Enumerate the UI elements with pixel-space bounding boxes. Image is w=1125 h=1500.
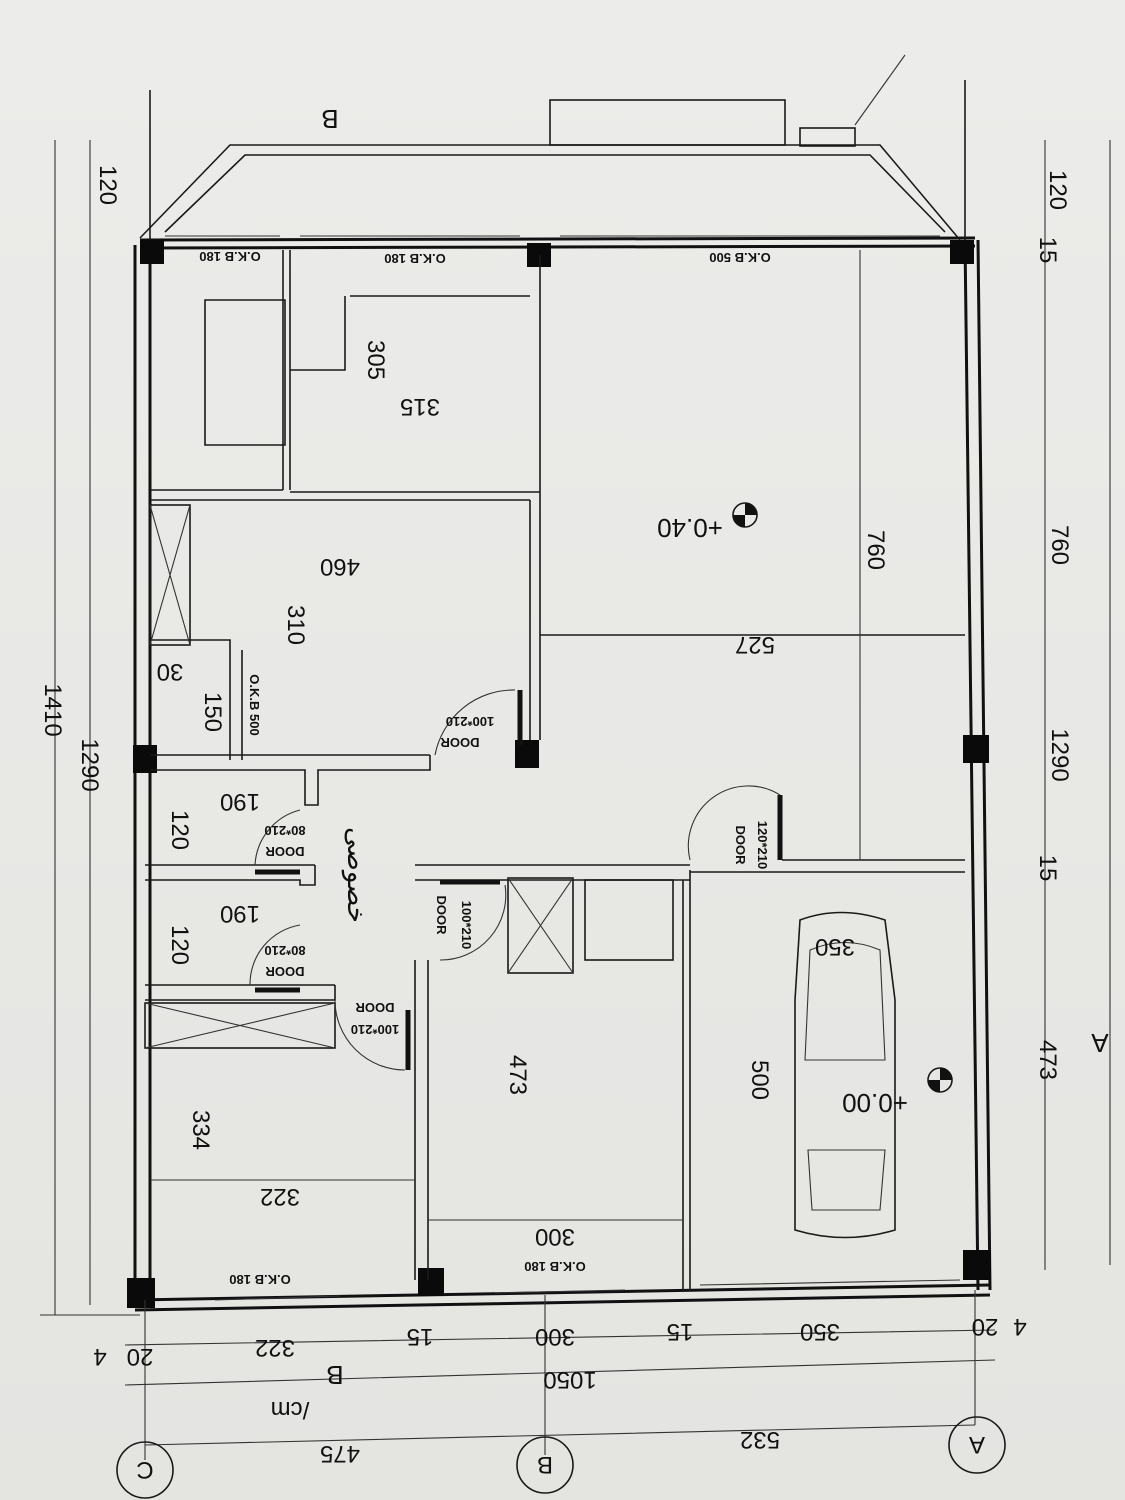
door-label: DOOR [265,844,305,859]
door-label: DOOR [440,735,480,750]
section-mark-b-bottom: B [326,1360,343,1390]
door-size: 100*210 [351,1022,399,1037]
window-label: O.K.B 180 [384,251,445,266]
dim-4a: 4 [93,1343,106,1370]
private-label: خصوصی [341,827,372,923]
dim-120-left: 120 [94,165,121,205]
dim-300: 300 [535,1323,575,1350]
level-upper: +0.40 [657,513,723,543]
dim-20a: 20 [127,1343,154,1370]
closet-150: 150 [199,692,226,732]
dim-1050: 1050 [543,1366,596,1393]
axis-c-bubble [116,1441,174,1499]
room-310: 310 [282,605,309,645]
dim-15a: 15 [407,1323,434,1350]
dim-322: 322 [255,1334,295,1361]
outer-walls [133,54,992,1312]
grid-axis-markers [116,1416,1006,1499]
wc1-120: 120 [166,810,193,850]
bedroom-300: 300 [535,1223,575,1250]
dim-760-hall: 760 [862,530,889,570]
dim-15-right-b: 15 [1034,855,1061,882]
window-label: O.K.B 180 [229,1272,290,1287]
parking-500: 500 [746,1060,773,1100]
dim-1410: 1410 [39,683,66,736]
windows [165,235,961,1301]
bedroom-473: 473 [504,1055,531,1095]
dim-475: 475 [320,1440,360,1467]
door-swings [249,689,783,1071]
room-460: 460 [320,553,360,580]
axis-label-c: C [136,1456,153,1483]
wc2-190: 190 [220,900,260,927]
dim-1290-right: 1290 [1046,728,1073,781]
dim-473-right: 473 [1034,1040,1061,1080]
interior-walls [144,250,965,1290]
kitchen-depth: 305 [362,340,389,380]
door-size: 80*210 [264,943,305,958]
door-size: 120*210 [755,821,770,869]
door-size: 80*210 [264,823,305,838]
room-322: 322 [260,1183,300,1210]
dim-350: 350 [800,1318,840,1345]
door-label: DOOR [265,964,305,979]
door-label: DOOR [355,1000,395,1015]
dim-1290-left: 1290 [76,738,103,791]
room-334: 334 [187,1110,214,1150]
dimension-lines [40,140,1111,1460]
axis-label-a: A [969,1431,985,1458]
door-size: 100*210 [446,714,494,729]
units-label: /cm [271,1396,310,1423]
parking-350: 350 [815,933,855,960]
dim-527: 527 [735,631,775,658]
hatched-block [799,127,856,147]
window-label: O.K.B 180 [524,1259,585,1274]
kitchen-width: 315 [400,393,440,420]
wc1-190: 190 [220,788,260,815]
wc2-120: 120 [166,925,193,965]
window-label: O.K.B 500 [247,674,262,735]
door-label: DOOR [434,896,449,936]
section-mark-b-top: B [321,104,338,134]
axis-a-bubble [948,1416,1006,1474]
dim-4b: 4 [1013,1313,1026,1340]
axis-b-bubble [516,1436,574,1494]
door-size: 100*210 [459,901,474,949]
section-mark-a: A [1091,1028,1109,1058]
closet-30: 30 [157,658,184,685]
level-markers [732,502,953,1093]
window-label: O.K.B 180 [199,249,260,264]
dim-20b: 20 [972,1313,999,1340]
car-icon [794,911,896,1239]
columns [127,240,991,1308]
dim-532: 532 [740,1426,780,1453]
window-label: O.K.B 500 [709,250,770,265]
door-label: DOOR [733,826,748,866]
dim-15b: 15 [667,1318,694,1345]
dim-15-right: 15 [1034,237,1061,264]
level-parking: +0.00 [842,1088,908,1118]
dim-120-right: 120 [1044,170,1071,210]
labels: C B A 532 475 /cm 1050 350 300 322 15 15… [39,104,1109,1483]
axis-label-b: B [537,1451,553,1478]
dim-760-right: 760 [1046,525,1073,565]
